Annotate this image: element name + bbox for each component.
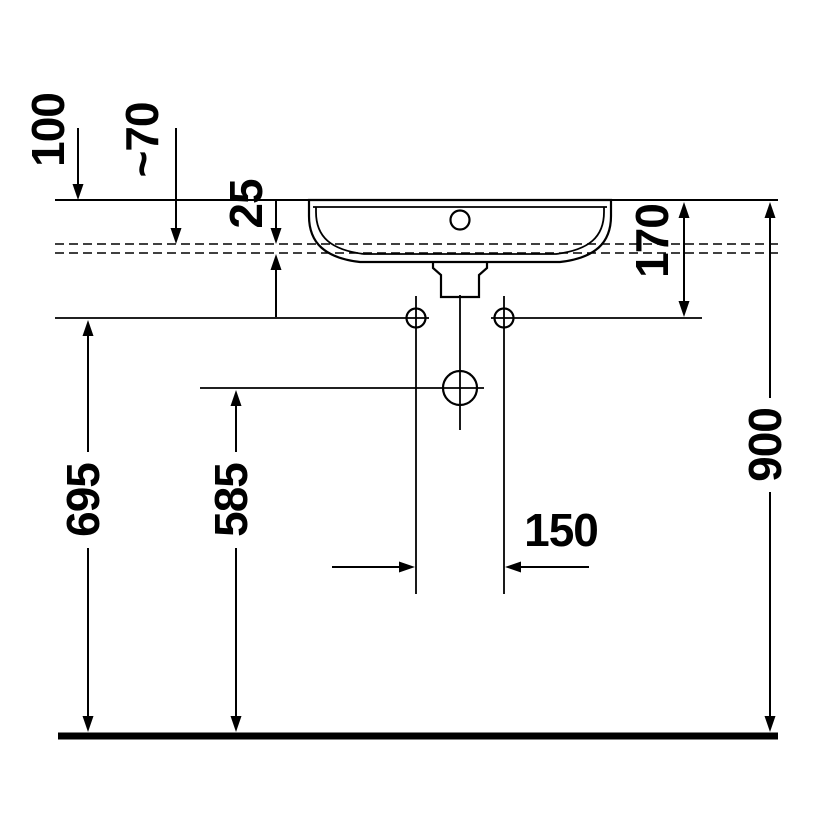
dimension-70: ~70 <box>116 102 182 244</box>
dimension-695-arrow-up <box>82 320 94 336</box>
dimension-170-arrow-down <box>678 301 690 317</box>
fixing-holes <box>405 296 515 594</box>
basin-inner-outline <box>315 207 605 255</box>
dimension-25-arrow-up <box>270 254 282 270</box>
dimension-170: 170 <box>626 202 690 317</box>
dimension-100-label: 100 <box>22 93 74 167</box>
dimension-585: 585 <box>205 390 257 732</box>
dimension-900: 900 <box>739 202 791 732</box>
drain-outlet <box>441 295 479 430</box>
fixing-hole-right <box>493 307 515 329</box>
dimension-70-label: ~70 <box>116 102 168 177</box>
dimension-25-arrow-down <box>270 228 282 244</box>
dimension-900-label: 900 <box>739 408 791 482</box>
dimension-695-arrow-down <box>82 716 94 732</box>
dimension-585-label: 585 <box>205 463 257 537</box>
dimension-25-label: 25 <box>220 179 272 229</box>
dimension-150: 150 <box>332 504 599 573</box>
washbasin <box>307 198 613 299</box>
tap-hole <box>449 209 471 231</box>
dimension-70-arrow-down <box>170 228 182 244</box>
dimension-150-arrow-right <box>399 561 415 573</box>
dimension-695-label: 695 <box>57 463 109 537</box>
drain-outlet-circle <box>441 369 479 407</box>
dimension-585-arrow-up <box>230 390 242 406</box>
dimension-170-label: 170 <box>626 204 678 278</box>
dimension-900-arrow-down <box>764 716 776 732</box>
basin-outer-outline <box>307 198 613 264</box>
dimension-150-arrow-left <box>505 561 521 573</box>
mounting-range-lines <box>55 243 778 254</box>
dimension-150-label: 150 <box>524 504 598 556</box>
fixing-hole-left <box>405 307 427 329</box>
dimension-100: 100 <box>22 93 84 200</box>
dimension-100-arrow-down <box>72 184 84 200</box>
dimension-170-arrow-up <box>678 202 690 218</box>
dimension-900-arrow-up <box>764 202 776 218</box>
drain-trap-fitting <box>431 262 489 299</box>
dimension-585-arrow-down <box>230 716 242 732</box>
dimension-25: 25 <box>220 179 282 317</box>
dimension-695: 695 <box>57 320 109 732</box>
